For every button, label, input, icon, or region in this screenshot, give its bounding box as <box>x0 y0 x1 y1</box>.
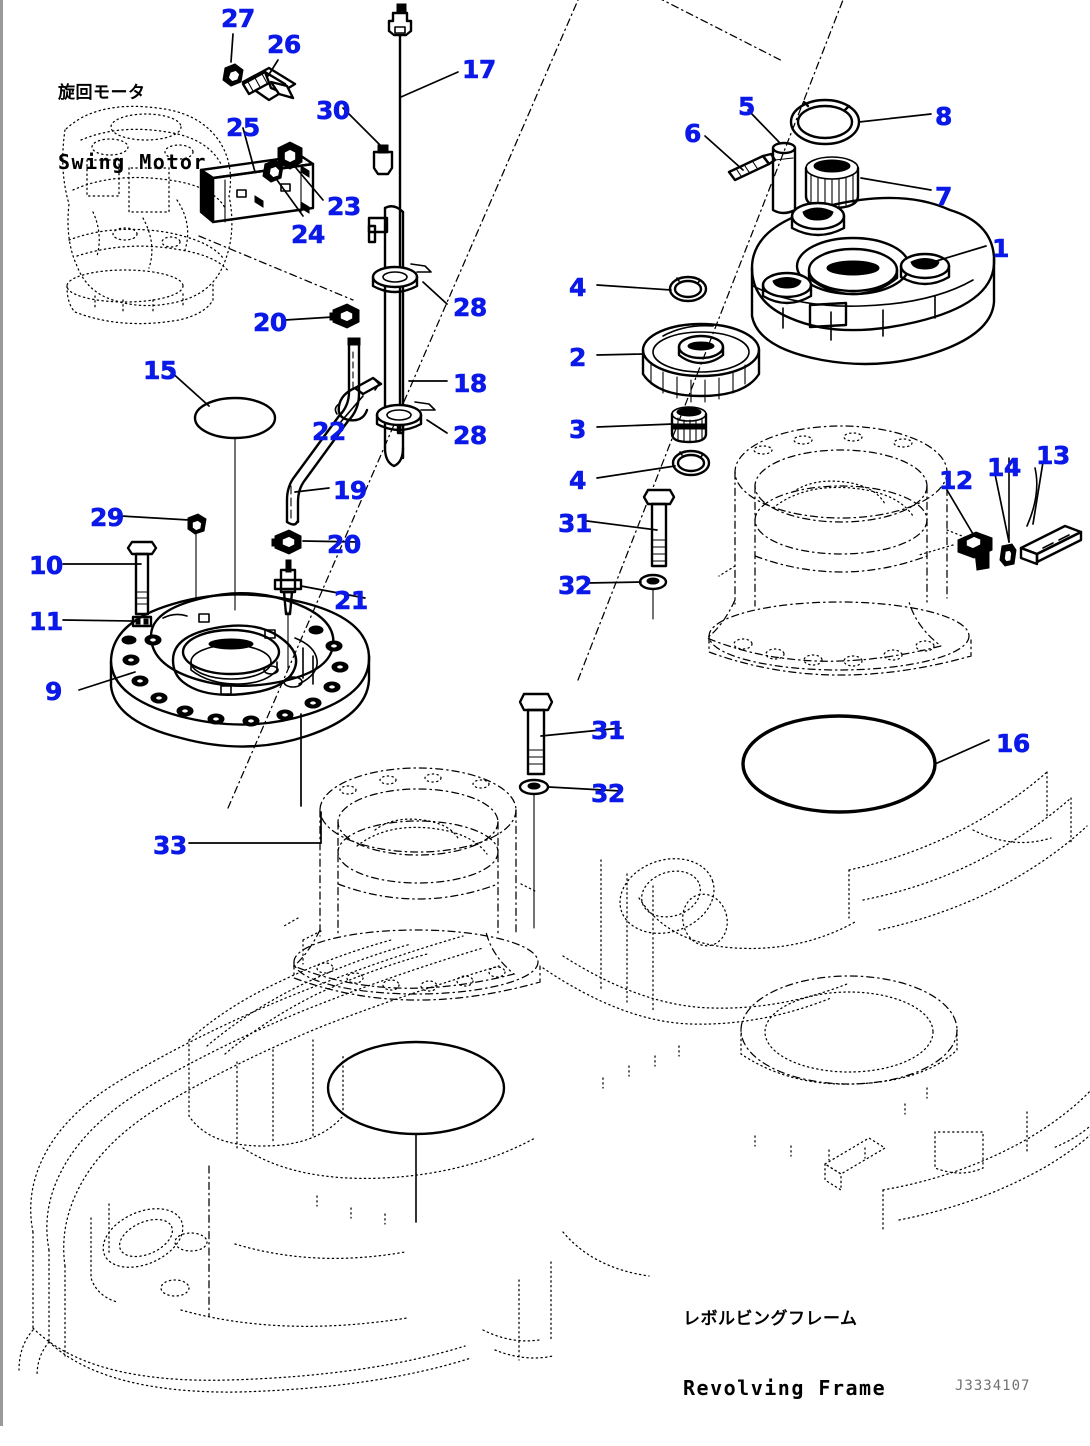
part-8-snap-ring <box>789 98 861 146</box>
callout-18[interactable]: 18 <box>453 369 488 398</box>
callout-14[interactable]: 14 <box>987 453 1022 482</box>
callout-11[interactable]: 11 <box>29 607 64 636</box>
leader-lines <box>62 33 1044 844</box>
group-label-swing-motor-jp: 旋回モータ <box>58 83 146 103</box>
callout-24[interactable]: 24 <box>291 220 326 249</box>
part-31-hex-bolt-upper <box>642 488 676 568</box>
callout-28-lower[interactable]: 28 <box>453 421 488 450</box>
callout-29[interactable]: 29 <box>90 503 125 532</box>
swing-motor-ghost <box>62 105 233 325</box>
callout-28-upper[interactable]: 28 <box>453 293 488 322</box>
part-4-thrust-washer-lower <box>671 449 711 477</box>
part-29-pin-small <box>187 513 207 601</box>
section-line-c <box>577 0 844 681</box>
group-label-revolving-frame-en: Revolving Frame <box>683 1376 887 1400</box>
callout-20-lower[interactable]: 20 <box>327 530 362 559</box>
callout-7[interactable]: 7 <box>935 182 953 211</box>
part-9-swing-machinery-cover <box>109 592 371 748</box>
part-31-hex-bolt-lower <box>518 692 554 776</box>
parts-diagram-artwork: .ln{fill:none;stroke:#000;stroke-width:1… <box>18 0 1090 1393</box>
part-16-o-ring-large <box>741 714 937 814</box>
callout-12[interactable]: 12 <box>939 466 974 495</box>
revolving-frame-ghost <box>18 771 1090 1393</box>
part-32-spring-washer-upper <box>638 573 668 620</box>
part-12-fitting-elbow <box>918 531 993 571</box>
part-10-mounting-bolt <box>126 540 158 616</box>
part-17-dipstick <box>387 3 413 435</box>
callout-32-upper[interactable]: 32 <box>558 571 593 600</box>
callout-16[interactable]: 16 <box>996 729 1031 758</box>
part-22-tube-clip <box>334 376 383 422</box>
section-line-a <box>198 235 354 301</box>
callout-22[interactable]: 22 <box>312 417 347 446</box>
callout-6[interactable]: 6 <box>684 119 702 148</box>
part-26-bolt <box>241 66 297 102</box>
part-21-drain-valve <box>273 559 303 669</box>
callout-8[interactable]: 8 <box>935 102 953 131</box>
part-6-spring-pin <box>727 152 777 182</box>
part-28-tube-clamp-upper <box>371 263 432 294</box>
callout-2[interactable]: 2 <box>569 343 587 372</box>
part-33-swing-machinery-housing-lower <box>283 767 541 1001</box>
callout-3[interactable]: 3 <box>569 415 587 444</box>
callout-9[interactable]: 9 <box>45 677 63 706</box>
callout-30[interactable]: 30 <box>316 96 351 125</box>
section-line-d <box>612 0 784 62</box>
callout-33[interactable]: 33 <box>153 831 188 860</box>
callout-10[interactable]: 10 <box>29 551 64 580</box>
part-5-pin <box>771 141 797 215</box>
part-13-clamp-plate <box>1019 467 1083 566</box>
part-32-spring-washer-lower <box>518 778 550 929</box>
cover-bolt-ring <box>121 625 349 727</box>
callout-15[interactable]: 15 <box>143 356 178 385</box>
part-1-planetary-carrier <box>750 196 996 366</box>
callout-23[interactable]: 23 <box>327 192 362 221</box>
callout-1[interactable]: 1 <box>992 234 1010 263</box>
group-label-revolving-frame-jp: レボルビングフレーム <box>683 1309 858 1329</box>
part-20-clamp-nut-upper <box>329 303 360 329</box>
callout-27[interactable]: 27 <box>221 4 256 33</box>
part-14-retainer <box>999 457 1017 567</box>
part-30-grommet <box>372 144 394 176</box>
callout-26[interactable]: 26 <box>267 30 302 59</box>
part-23-nut <box>277 141 303 170</box>
carrier-pin-boss-left <box>761 271 813 305</box>
callout-4-lower[interactable]: 4 <box>569 466 587 495</box>
group-label-revolving-frame: レボルビングフレーム Revolving Frame <box>683 1262 886 1446</box>
part-24-lock-washer <box>262 159 284 183</box>
callout-19[interactable]: 19 <box>333 476 368 505</box>
callout-20-upper[interactable]: 20 <box>253 308 288 337</box>
callout-31-upper[interactable]: 31 <box>558 509 593 538</box>
callout-17[interactable]: 17 <box>462 55 497 84</box>
group-label-swing-motor-en: Swing Motor <box>58 150 207 174</box>
part-15-oil-level-plug-seal <box>193 396 277 611</box>
callout-32-lower[interactable]: 32 <box>591 779 626 808</box>
part-4-thrust-washer-upper <box>668 275 708 303</box>
part-28-tube-clamp-lower <box>375 401 436 432</box>
callout-31-lower[interactable]: 31 <box>591 716 626 745</box>
part-2-sun-gear <box>641 322 761 403</box>
callout-25[interactable]: 25 <box>226 113 261 142</box>
callout-13[interactable]: 13 <box>1036 441 1071 470</box>
callout-4-upper[interactable]: 4 <box>569 273 587 302</box>
carrier-pin-boss-top <box>790 201 846 237</box>
part-27-washer-small <box>222 63 244 87</box>
drawing-code: J3334107 <box>955 1378 1031 1394</box>
part-3-bearing-roller-cage <box>670 406 708 444</box>
callout-5[interactable]: 5 <box>738 92 756 121</box>
part-20-clamp-nut-lower <box>271 529 302 555</box>
group-label-swing-motor: 旋回モータ Swing Motor <box>58 36 207 220</box>
section-line-b <box>227 0 579 809</box>
part-33-swing-machinery-housing-upper <box>705 425 972 676</box>
callout-21[interactable]: 21 <box>334 586 369 615</box>
